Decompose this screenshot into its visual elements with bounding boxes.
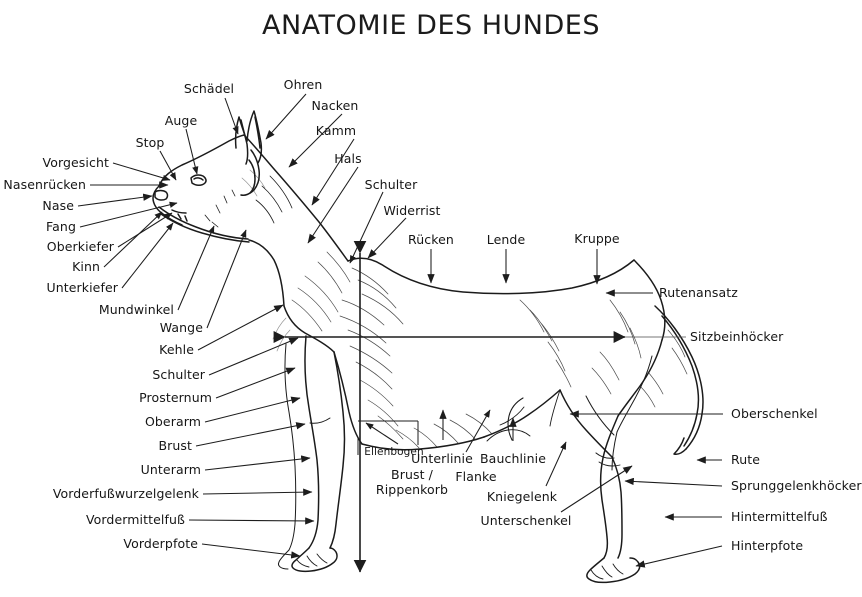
leader-brust: [196, 422, 306, 446]
label-vorderpfote: Vorderpfote: [123, 536, 198, 551]
label-schaedel: Schädel: [183, 81, 235, 96]
leader-ellenbogen: [365, 423, 398, 444]
label-kruppe: Kruppe: [574, 231, 620, 246]
leader-oberkiefer: [118, 213, 173, 247]
label-kamm: Kamm: [315, 123, 357, 138]
leader-hinterpfote: [635, 546, 722, 568]
label-brust: Brust: [158, 438, 192, 453]
label-hinterpfote: Hinterpfote: [731, 538, 804, 553]
label-kehle: Kehle: [159, 342, 194, 357]
leader-vordermittelfuss: [189, 517, 315, 525]
label-unterkiefer: Unterkiefer: [46, 280, 118, 295]
label-bauchlinie: Bauchlinie: [480, 451, 546, 466]
leader-nase: [78, 193, 153, 206]
label-schulter-top: Schulter: [364, 177, 418, 192]
leader-sprunggelenkhoecker: [624, 477, 722, 486]
page-title: ANATOMIE DES HUNDES: [261, 10, 600, 41]
label-kinn: Kinn: [72, 259, 100, 274]
label-rutenansatz: Rutenansatz: [659, 285, 738, 300]
leader-unterschenkel: [561, 466, 633, 512]
dog-body-outline: [153, 111, 703, 582]
leader-kehle: [198, 305, 284, 350]
label-wange: Wange: [159, 320, 203, 335]
label-unterlinie: Unterlinie: [411, 451, 473, 466]
leader-schulter-top: [350, 192, 383, 264]
label-ohren: Ohren: [283, 77, 323, 92]
leader-vorderfusswurzelgelenk: [203, 488, 313, 496]
leader-auge: [186, 129, 199, 175]
leader-mundwinkel: [178, 225, 214, 310]
label-vordermittelfuss: Vordermittelfuß: [85, 512, 185, 527]
label-unterschenkel: Unterschenkel: [480, 513, 572, 528]
label-mundwinkel: Mundwinkel: [98, 302, 174, 317]
leader-unterarm: [205, 455, 311, 470]
label-unterarm: Unterarm: [140, 462, 201, 477]
label-stop: Stop: [135, 135, 165, 150]
label-widerrist: Widerrist: [383, 203, 441, 218]
leader-schaedel: [225, 98, 238, 135]
label-lende: Lende: [486, 232, 526, 247]
label-rute: Rute: [731, 452, 761, 467]
leader-kamm: [312, 139, 354, 206]
label-sprunggelenkhoecker: Sprunggelenkhöcker: [731, 478, 862, 493]
label-prosternum: Prosternum: [139, 390, 212, 405]
label-oberkiefer: Oberkiefer: [46, 239, 114, 254]
leader-ohren: [265, 94, 306, 140]
label-oberarm: Oberarm: [144, 414, 201, 429]
leader-vorderpfote: [202, 544, 301, 559]
leader-wange: [207, 229, 246, 328]
leader-unterkiefer: [122, 222, 173, 288]
leader-nacken: [288, 114, 342, 168]
label-hintermittelfuss: Hintermittelfuß: [731, 509, 828, 524]
leader-kniegelenk: [546, 441, 566, 486]
label-nasenruecken: Nasenrücken: [3, 177, 86, 192]
leader-hals: [308, 167, 358, 244]
leader-schulter-left: [209, 338, 299, 375]
label-ellenbogen: Ellenbogen: [364, 446, 424, 458]
leader-vorgesicht: [113, 163, 171, 181]
label-auge: Auge: [164, 113, 198, 128]
label-schulter-left: Schulter: [152, 367, 205, 382]
label-kniegelenk: Kniegelenk: [486, 489, 558, 504]
leader-fang: [80, 201, 178, 227]
label-fang: Fang: [46, 219, 76, 234]
label-nase: Nase: [42, 198, 74, 213]
leader-widerrist: [367, 218, 406, 259]
label-brust-rippenkorb: Brust / Rippenkorb: [375, 467, 449, 497]
label-nacken: Nacken: [311, 98, 359, 113]
measurement-lines: [273, 240, 686, 573]
label-ruecken: Rücken: [408, 232, 454, 247]
label-vorderfusswurzelgelenk: Vorderfußwurzelgelenk: [52, 486, 199, 501]
leader-kinn: [104, 212, 163, 267]
leader-stop: [160, 151, 176, 181]
label-flanke: Flanke: [455, 469, 497, 484]
label-vorgesicht: Vorgesicht: [42, 155, 109, 170]
label-oberschenkel: Oberschenkel: [731, 406, 818, 421]
label-hals: Hals: [334, 151, 362, 166]
leader-lines: [78, 94, 723, 568]
leader-prosternum: [216, 368, 296, 398]
leader-oberarm: [205, 396, 301, 422]
leader-flanke: [466, 409, 490, 452]
label-sitzbeinhoecker: Sitzbeinhöcker: [690, 329, 784, 344]
